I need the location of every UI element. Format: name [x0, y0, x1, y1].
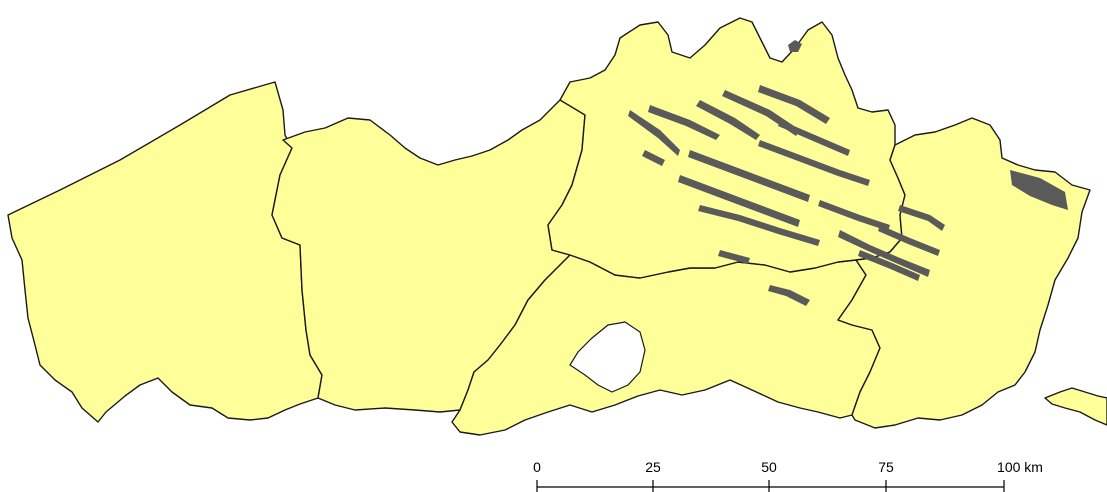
region-west — [7, 81, 323, 423]
region-exclave — [1044, 387, 1107, 426]
island-marker — [788, 40, 802, 52]
scale-label-25: 25 — [645, 459, 661, 475]
region-brussels-hole — [569, 321, 646, 393]
scale-label-0: 0 — [533, 459, 541, 475]
region-antwerp — [547, 17, 906, 279]
scale-label-100: 100 km — [997, 459, 1043, 475]
region-limburg — [837, 117, 1091, 429]
map-patches — [628, 85, 1068, 306]
scale-bar: 0 25 50 75 100 km — [533, 459, 1043, 492]
scale-label-75: 75 — [878, 459, 894, 475]
scale-label-50: 50 — [761, 459, 777, 475]
